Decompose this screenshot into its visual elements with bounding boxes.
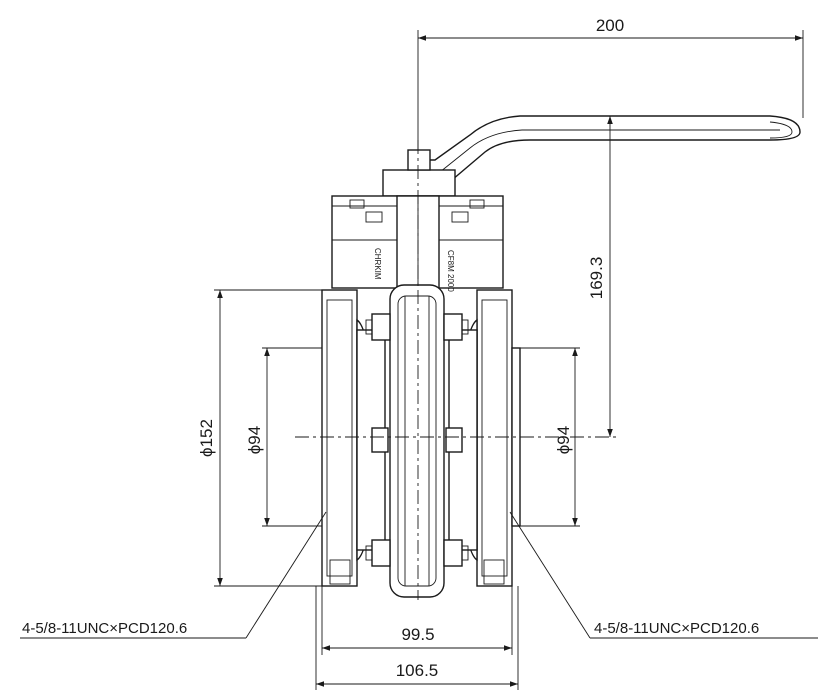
- dim-flange-diameter: ϕ152: [197, 289, 322, 587]
- valve-main-body: [321, 284, 521, 598]
- dim-bore-right: ϕ94: [520, 347, 580, 527]
- callout-right-text: 4-5/8-11UNC×PCD120.6: [594, 620, 759, 637]
- dim-overall-width: 106.5: [315, 586, 519, 690]
- valve-top-body: [331, 195, 504, 297]
- dim-handle-length: 200: [417, 16, 804, 150]
- body-marking-logo: CHRKIM: [373, 248, 382, 280]
- lever-handle: [382, 115, 801, 197]
- inner-width-label: 99.5: [401, 625, 434, 644]
- height-label: 169.3: [587, 257, 606, 300]
- logo-text: CHRKIM: [373, 248, 382, 280]
- overall-width-label: 106.5: [396, 661, 439, 680]
- dim-bore-left: ϕ94: [245, 347, 322, 527]
- handle-length-label: 200: [596, 16, 624, 35]
- dim-inner-width: 99.5: [321, 586, 513, 655]
- callout-left: 4-5/8-11UNC×PCD120.6: [20, 511, 327, 639]
- callout-left-text: 4-5/8-11UNC×PCD120.6: [22, 620, 187, 637]
- rating-text: CF8M 2000: [446, 250, 455, 292]
- dim-height: 169.3: [587, 116, 613, 437]
- bore-right-label: ϕ94: [554, 426, 573, 454]
- bore-left-label: ϕ94: [245, 426, 264, 454]
- flange-diameter-label: ϕ152: [197, 419, 216, 457]
- body-marking-rating: CF8M 2000: [446, 250, 455, 292]
- callout-right: 4-5/8-11UNC×PCD120.6: [509, 511, 818, 639]
